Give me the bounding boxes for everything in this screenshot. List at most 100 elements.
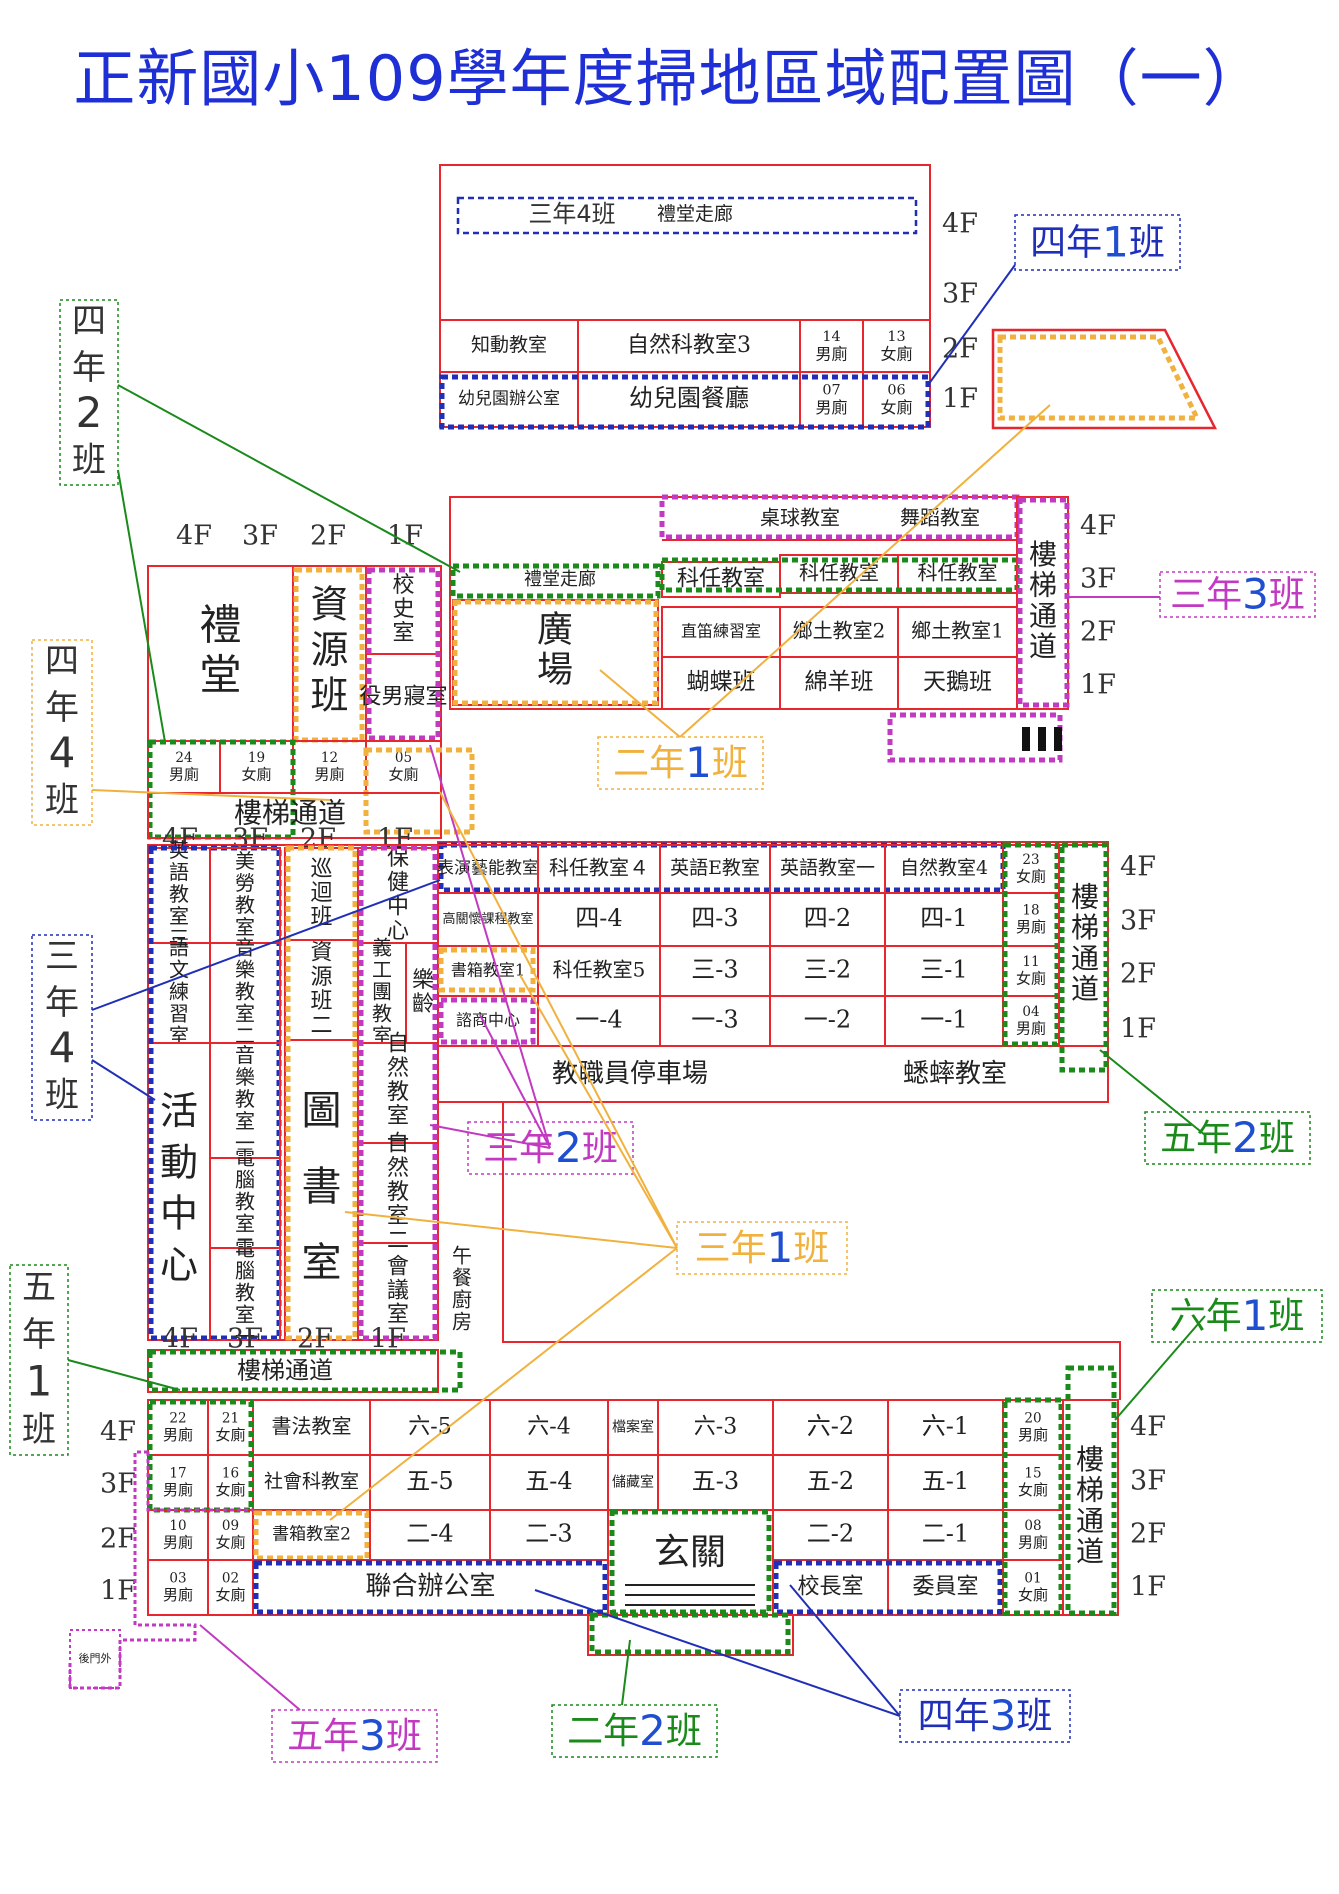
class-box-g4c1 <box>1014 214 1181 271</box>
bottom-stairs-label-char: 樓 <box>1076 1443 1104 1476</box>
leader-line <box>91 1059 156 1101</box>
room-label-history: 校史室 <box>392 573 414 646</box>
room-label-library: 圖書室 <box>302 1088 342 1286</box>
class-box-g2c1 <box>597 736 764 790</box>
room-label-sci4-line: 自然教室4 <box>900 857 988 879</box>
room-label-wc16-line: 女廁 <box>215 1481 245 1499</box>
room-label-music2-char: 二 <box>235 1024 255 1048</box>
room-label-c5-2-line: 五-2 <box>807 1467 854 1495</box>
room-label-wc22-line: 男廁 <box>163 1426 193 1444</box>
room-label-wc14-line: 男廁 <box>815 345 847 364</box>
room-label-c6-4: 六-4 <box>527 1415 570 1440</box>
class-label-char: 四 <box>72 302 106 342</box>
class-label-text-g4c1: 四年1班 <box>1030 217 1165 266</box>
room-label-subj-a: 科任教室 <box>677 567 765 592</box>
room-label-c4-2: 四-2 <box>804 904 851 932</box>
room-label-wc05-line: 女廁 <box>388 766 418 784</box>
room-label-meeting: 會議室 <box>387 1254 409 1327</box>
floor-label-bottom-right-4F: 4F <box>1130 1412 1166 1443</box>
box2-zone <box>253 1510 370 1561</box>
room-label-c1-2: 一-2 <box>804 1006 851 1034</box>
room-label-c3-2: 三-2 <box>804 956 851 984</box>
leader-line <box>599 669 681 738</box>
bottom-wc-green-zone <box>147 1399 254 1513</box>
room-label-engE-line: 英語E教室 <box>670 857 760 879</box>
mid-stairs-zone <box>1017 497 1070 708</box>
class-label-char: 五 <box>1160 1118 1196 1159</box>
room-label-art-char: 美 <box>235 849 255 873</box>
room-label-recorder-line: 直笛練習室 <box>681 622 761 641</box>
class-box-g4c4 <box>31 639 93 826</box>
room-label-wc10-line: 10 <box>169 1518 186 1534</box>
room-label-c5-2: 五-2 <box>807 1467 854 1495</box>
floor-label-bottom-left-4F: 4F <box>100 1417 136 1448</box>
room-label-wc04-line: 男廁 <box>1016 1020 1046 1038</box>
room-label-c1-4: 一-4 <box>575 1006 622 1034</box>
room-label-resource-char: 資 <box>310 582 348 626</box>
room-label-wc01-line: 女廁 <box>1018 1586 1048 1604</box>
room-label-history-char: 室 <box>392 621 414 646</box>
room-label-box2: 書箱教室2 <box>272 1525 351 1545</box>
room-label-health-char: 心 <box>387 919 409 944</box>
room-label-art-char: 室 <box>235 915 255 939</box>
leader-line <box>199 1624 301 1711</box>
kitchen-label-char: 廚 <box>452 1288 472 1312</box>
room-label-wc09-line: 女廁 <box>215 1534 245 1552</box>
bottom-stairs-label-char: 梯 <box>1076 1474 1104 1507</box>
room-label-subj-c: 科任教室 <box>918 561 998 585</box>
class-label-g5c3: 五年3班 <box>287 1711 422 1760</box>
room-label-c5-1-line: 五-1 <box>922 1467 969 1495</box>
room-label-computer2-char: 室 <box>235 1212 255 1236</box>
room-label-c3-1-line: 三-1 <box>920 956 967 984</box>
class-box-g4c3 <box>899 1689 1071 1743</box>
class-label-char: 年 <box>603 1711 639 1752</box>
class-label-g5c2: 五年2班 <box>1160 1113 1295 1162</box>
floor-label-top-3F: 3F <box>942 279 978 310</box>
room-label-wc07-line: 男廁 <box>815 398 847 417</box>
library-zone <box>285 845 358 1341</box>
room-label-perf: 表演藝能教室 <box>437 859 539 879</box>
class-label-char: 班 <box>72 440 106 480</box>
room-label-science1-char: 一 <box>387 1128 409 1153</box>
room-label-activity-char: 活 <box>160 1089 198 1133</box>
room-label-c4-1: 四-1 <box>920 904 967 932</box>
left-wc-green-zone <box>147 739 296 840</box>
room-label-elder-char: 齡 <box>412 992 434 1017</box>
room-label-music1-char: 音 <box>235 1043 255 1067</box>
room-label-computer1-char: 教 <box>235 1281 255 1305</box>
class-label-char: 1 <box>1242 1291 1269 1340</box>
back-gate-box <box>69 1629 121 1689</box>
class-label-text-g3c2: 三年2班 <box>483 1123 618 1172</box>
bottom-stairs-label-char: 道 <box>1076 1535 1104 1568</box>
class-label-char: 年 <box>649 743 685 784</box>
class-box-g2c2 <box>551 1704 718 1758</box>
room-label-c1-3: 一-3 <box>691 1006 738 1034</box>
room-label-c5-4-line: 五-4 <box>525 1467 572 1495</box>
room-label-local1: 鄉土教室1 <box>911 619 1004 643</box>
room-label-wc13-line: 13 <box>887 329 905 345</box>
plaza-label-char: 場 <box>537 649 573 690</box>
plaza-label-char: 廣 <box>537 610 573 651</box>
right-stairs-label: 樓梯通道 <box>1071 880 1099 1005</box>
class-box-g5c3 <box>271 1709 438 1763</box>
room-label-meeting-char: 會 <box>387 1254 409 1279</box>
leader-line <box>429 1124 551 1149</box>
room-label-social: 社會科教室 <box>264 1471 359 1493</box>
mid-stairs-label-char: 道 <box>1029 630 1057 663</box>
room-label-c1-1-line: 一-1 <box>920 1006 967 1034</box>
room-label-english3-char: 語 <box>169 860 189 884</box>
outdoor-trapezoid-zone <box>997 334 1201 421</box>
class-label-char: 2 <box>639 1706 666 1755</box>
bottom-wc-purple-zone <box>146 1452 253 1512</box>
left-purple-zone <box>358 845 438 1341</box>
bottom-stairs-label: 樓梯通道 <box>1076 1443 1104 1568</box>
class-label-char: 年 <box>731 1228 767 1269</box>
